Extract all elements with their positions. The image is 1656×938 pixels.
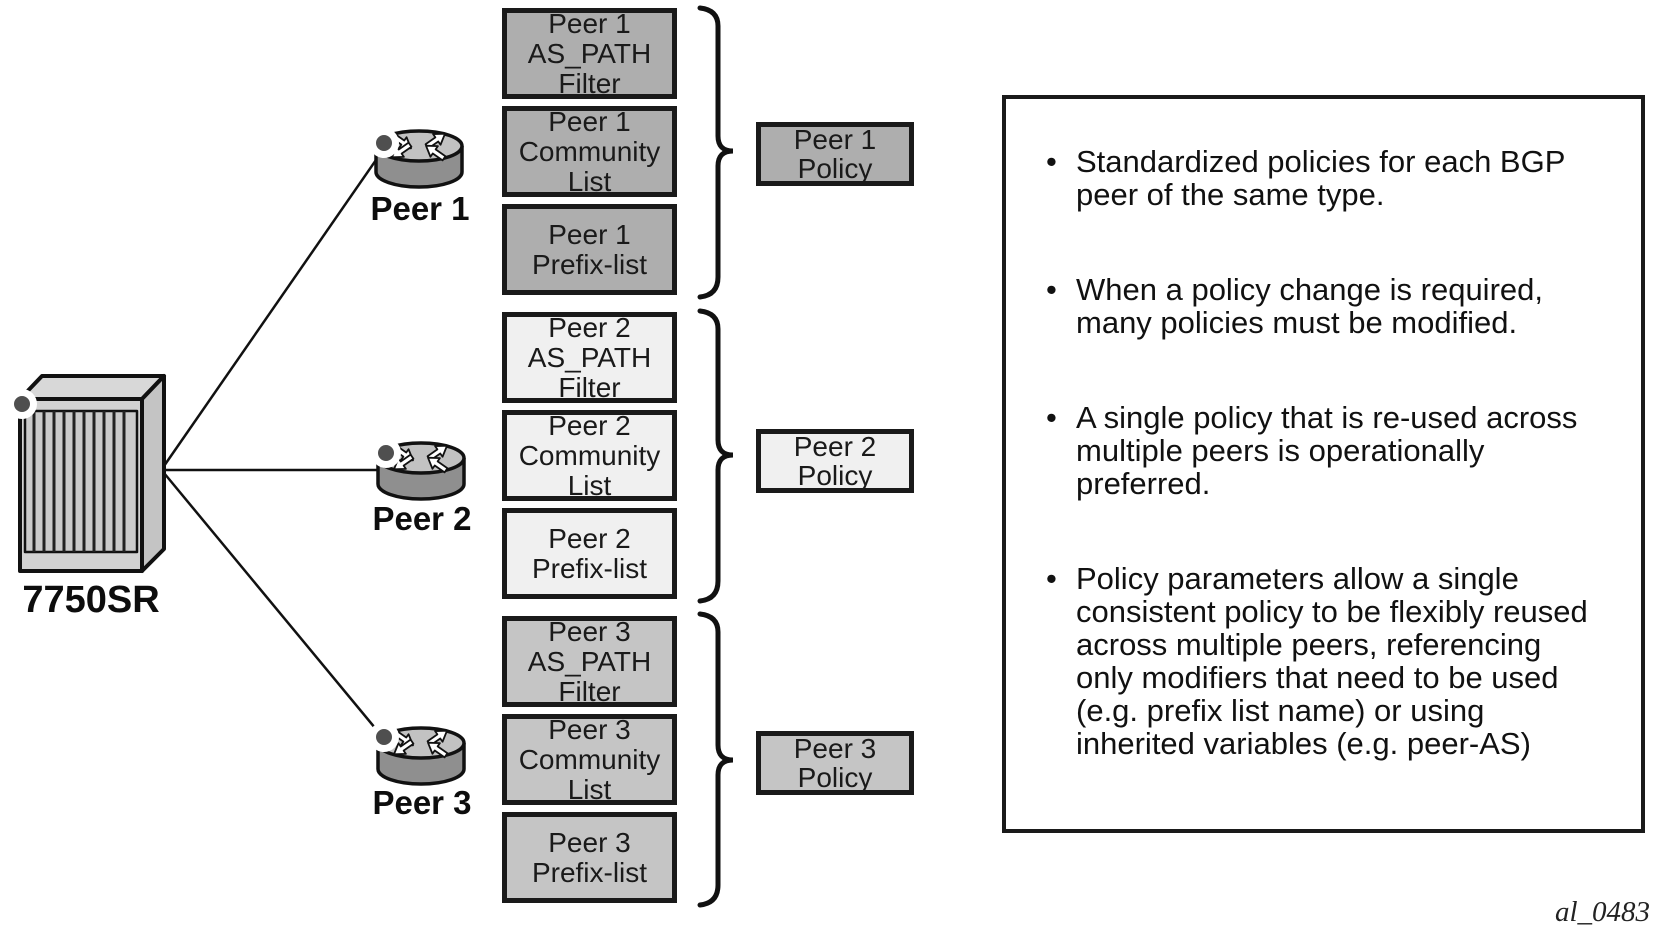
box-peer3-policy: Peer 3 Policy bbox=[756, 731, 914, 795]
link-line-peer-1 bbox=[162, 146, 387, 467]
bullet-text-single-policy: A single policy that is re-used across m… bbox=[1076, 400, 1578, 501]
bullet-item: • When a policy change is required, many… bbox=[1046, 273, 1641, 339]
bullet-text-standardized-policies: Standardized policies for each BGP peer … bbox=[1076, 144, 1565, 212]
bullet-item: • Standardized policies for each BGP pee… bbox=[1046, 145, 1641, 211]
box-peer3-prefix-list: Peer 3 Prefix-list bbox=[502, 812, 677, 903]
curly-brace-peer-1 bbox=[697, 5, 734, 300]
box-peer2-prefix-list: Peer 2 Prefix-list bbox=[502, 508, 677, 599]
box-peer2-community-list: Peer 2 Community List bbox=[502, 410, 677, 501]
box-peer1-community-list: Peer 1 Community List bbox=[502, 106, 677, 197]
curly-brace-peer-2 bbox=[697, 308, 734, 604]
box-peer2-policy: Peer 2 Policy bbox=[756, 429, 914, 493]
curly-brace-peer-3 bbox=[697, 611, 734, 908]
box-peer2-aspath-filter: Peer 2 AS_PATH Filter bbox=[502, 312, 677, 403]
box-peer1-prefix-list: Peer 1 Prefix-list bbox=[502, 204, 677, 295]
bullet-mark: • bbox=[1046, 561, 1057, 596]
label-device-7750sr: 7750SR bbox=[22, 579, 160, 621]
bullet-item: • A single policy that is re-used across… bbox=[1046, 401, 1641, 500]
connection-dot-icon-chassis bbox=[7, 389, 37, 419]
bullet-text-policy-parameters: Policy parameters allow a single consist… bbox=[1076, 561, 1588, 761]
notes-panel: • Standardized policies for each BGP pee… bbox=[1002, 95, 1645, 833]
box-peer1-aspath-filter: Peer 1 AS_PATH Filter bbox=[502, 8, 677, 99]
box-peer1-policy: Peer 1 Policy bbox=[756, 122, 914, 186]
chassis-icon bbox=[18, 374, 166, 573]
label-peer-2: Peer 2 bbox=[372, 500, 472, 537]
label-peer-3: Peer 3 bbox=[372, 784, 472, 821]
box-peer3-aspath-filter: Peer 3 AS_PATH Filter bbox=[502, 616, 677, 707]
bullet-item: • Policy parameters allow a single consi… bbox=[1046, 562, 1641, 760]
bullet-text-policy-change: When a policy change is required, many p… bbox=[1076, 272, 1543, 340]
link-line-peer-3 bbox=[163, 472, 386, 741]
bullet-mark: • bbox=[1046, 400, 1057, 435]
box-peer3-community-list: Peer 3 Community List bbox=[502, 714, 677, 805]
bullet-mark: • bbox=[1046, 272, 1057, 307]
label-peer-1: Peer 1 bbox=[370, 190, 470, 227]
connection-dot-icon-peer-2 bbox=[371, 438, 401, 468]
connection-dot-icon-peer-1 bbox=[369, 128, 399, 158]
link-lines bbox=[162, 146, 387, 741]
figure-id-caption: al_0483 bbox=[1554, 896, 1650, 928]
bullet-mark: • bbox=[1046, 144, 1057, 179]
connection-dot-icon-peer-3 bbox=[369, 722, 399, 752]
